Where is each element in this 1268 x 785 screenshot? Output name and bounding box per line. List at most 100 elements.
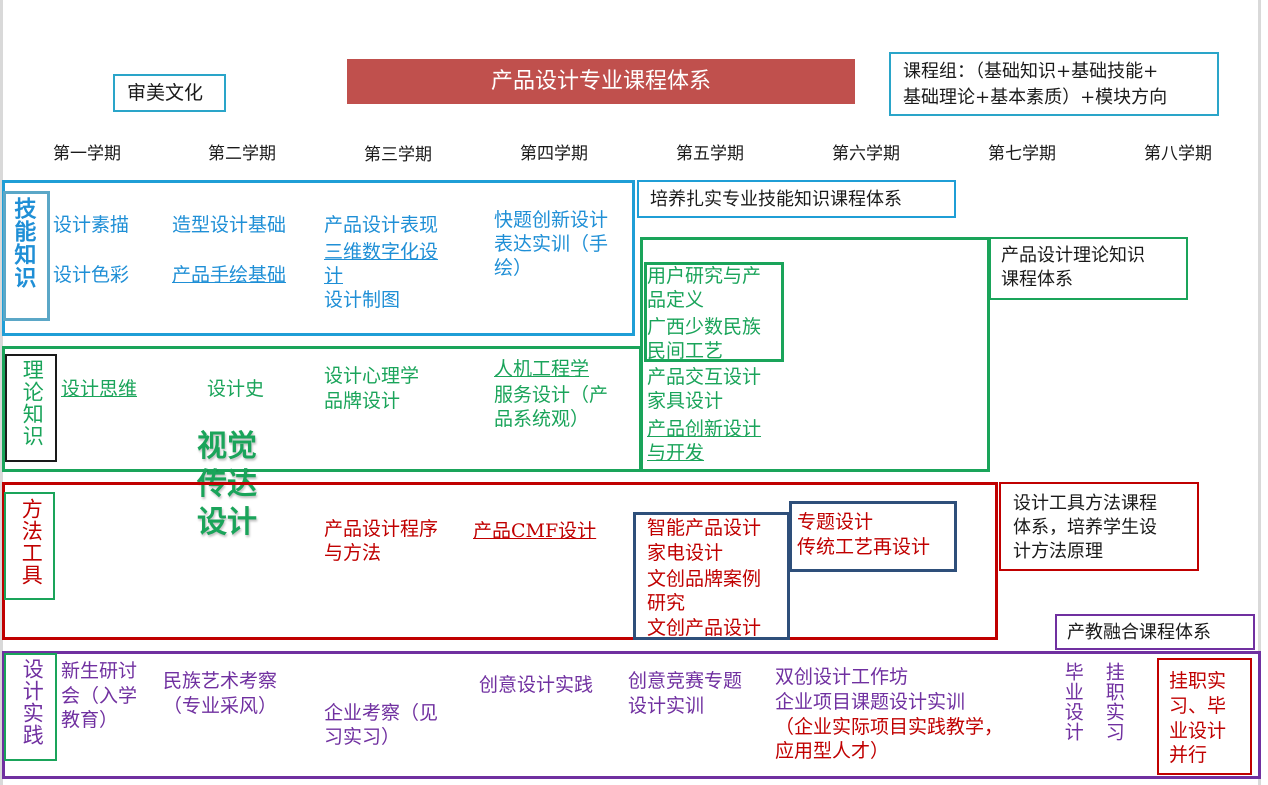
method-system-box: 设计工具方法课程 体系，培养学生设 计方法原理 xyxy=(999,482,1199,571)
theory-system-box: 产品设计理论知识 课程体系 xyxy=(989,237,1188,300)
theory-section-extension xyxy=(640,237,990,472)
course-brand-design: 品牌设计 xyxy=(324,390,401,412)
method-inner-box-6 xyxy=(789,501,957,572)
course-rapid-design-3: 绘） xyxy=(494,257,533,279)
visual-communication-line1: 视觉 xyxy=(197,429,257,464)
semester-4: 第四学期 xyxy=(520,144,588,164)
parallel-line4: 并行 xyxy=(1169,744,1208,766)
course-enterprise-practice-note-1: （企业实际项目实践教学， xyxy=(775,716,1004,738)
practice-system-label: 产教融合课程体系 xyxy=(1067,622,1211,643)
course-ethnic-art-survey-1: 民族艺术考察 xyxy=(163,670,278,692)
course-innovation-design-2: 与开发 xyxy=(647,442,705,464)
course-design-history: 设计史 xyxy=(207,378,265,400)
course-ethnic-art-survey-2: （专业采风） xyxy=(163,695,278,717)
course-3d-digital-design-2: 计 xyxy=(324,265,344,287)
course-3d-digital-design-1: 三维数字化设 xyxy=(324,241,439,263)
practice-label-box: 设计实践 xyxy=(4,653,57,761)
parallel-line3: 业设计 xyxy=(1169,720,1227,742)
practice-section xyxy=(2,651,1261,779)
course-design-thinking: 设计思维 xyxy=(61,378,138,400)
course-internship: 挂职实习 xyxy=(1102,662,1125,742)
course-competition-training-1: 创意竞赛专题 xyxy=(628,670,743,692)
semester-1: 第一学期 xyxy=(53,144,121,164)
course-cultural-brand-2: 研究 xyxy=(647,592,686,614)
parallel-box: 挂职实 习、毕 业设计 并行 xyxy=(1157,658,1252,775)
course-rapid-design-1: 快题创新设计 xyxy=(494,209,609,231)
course-ergonomics: 人机工程学 xyxy=(494,358,590,380)
course-cultural-product-design: 文创产品设计 xyxy=(647,617,762,639)
parallel-line2: 习、毕 xyxy=(1169,695,1227,717)
course-design-color: 设计色彩 xyxy=(53,264,130,286)
course-topic-design: 专题设计 xyxy=(797,511,874,533)
theory-system-label-2: 课程体系 xyxy=(1001,269,1073,290)
left-edge xyxy=(0,0,3,785)
course-traditional-craft-redesign: 传统工艺再设计 xyxy=(797,536,931,558)
course-service-design-2: 品系统观） xyxy=(494,408,590,430)
course-graduation-design: 毕业设计 xyxy=(1061,662,1084,742)
course-design-drafting: 设计制图 xyxy=(324,289,401,311)
course-user-research-2: 品定义 xyxy=(647,289,705,311)
course-product-design-expression: 产品设计表现 xyxy=(324,214,439,236)
course-interaction-design: 产品交互设计 xyxy=(647,366,762,388)
skills-section xyxy=(2,180,635,336)
course-freshman-seminar-2: 会（入学 xyxy=(61,685,138,707)
course-design-process-2: 与方法 xyxy=(324,542,382,564)
course-guangxi-crafts-1: 广西少数民族 xyxy=(647,316,762,338)
theory-inner-box xyxy=(644,262,784,362)
course-smart-product-design: 智能产品设计 xyxy=(647,517,762,539)
course-enterprise-visit-1: 企业考察（见 xyxy=(324,702,439,724)
skills-system-label: 培养扎实专业技能知识课程体系 xyxy=(650,189,902,210)
practice-system-box: 产教融合课程体系 xyxy=(1055,614,1255,650)
theory-label: 理论知识 xyxy=(20,359,45,447)
course-enterprise-visit-2: 习实习） xyxy=(324,726,401,748)
course-appliance-design: 家电设计 xyxy=(647,542,724,564)
page-title: 产品设计专业课程体系 xyxy=(347,59,855,104)
course-design-psychology: 设计心理学 xyxy=(324,365,420,387)
skills-system-box: 培养扎实专业技能知识课程体系 xyxy=(637,180,956,218)
skills-label-box: 技能知识 xyxy=(3,191,50,321)
course-guangxi-crafts-2: 民间工艺 xyxy=(647,340,724,362)
course-design-sketch: 设计素描 xyxy=(53,214,130,236)
parallel-line1: 挂职实 xyxy=(1169,670,1227,692)
course-group-line2: 基础理论+基本素质）+模块方向 xyxy=(903,87,1168,108)
method-inner-box-5 xyxy=(633,512,790,640)
aesthetic-box: 审美文化 xyxy=(113,74,226,112)
course-creative-practice: 创意设计实践 xyxy=(479,674,594,696)
semester-5: 第五学期 xyxy=(676,144,744,164)
semester-7: 第七学期 xyxy=(988,144,1056,164)
semester-8: 第八学期 xyxy=(1144,144,1212,164)
semester-6: 第六学期 xyxy=(832,144,900,164)
course-competition-training-2: 设计实训 xyxy=(628,695,705,717)
method-label: 方法工具 xyxy=(19,498,44,586)
course-group-line1: 课程组：（基础知识+基础技能+ xyxy=(903,61,1159,82)
course-cmf-design: 产品CMF设计 xyxy=(473,520,597,542)
practice-label: 设计实践 xyxy=(20,658,45,746)
method-system-label-3: 计方法原理 xyxy=(1013,541,1103,562)
aesthetic-label: 审美文化 xyxy=(127,82,204,104)
theory-label-box: 理论知识 xyxy=(5,354,57,462)
course-group-box: 课程组：（基础知识+基础技能+ 基础理论+基本素质）+模块方向 xyxy=(889,52,1219,116)
course-freshman-seminar-3: 教育） xyxy=(61,709,119,731)
method-section xyxy=(2,482,998,640)
method-system-label-2: 体系，培养学生设 xyxy=(1013,517,1157,538)
course-rapid-design-2: 表达实训（手 xyxy=(494,233,609,255)
visual-communication-line3: 设计 xyxy=(197,505,257,540)
course-furniture-design: 家具设计 xyxy=(647,390,724,412)
course-innovation-design-1: 产品创新设计 xyxy=(647,418,762,440)
theory-system-label-1: 产品设计理论知识 xyxy=(1001,245,1145,266)
course-design-process-1: 产品设计程序 xyxy=(324,518,439,540)
method-system-label-1: 设计工具方法课程 xyxy=(1013,493,1157,514)
skills-label: 技能知识 xyxy=(10,197,37,289)
course-hand-drawing-basics: 产品手绘基础 xyxy=(172,264,287,286)
right-edge xyxy=(1258,0,1261,785)
course-freshman-seminar-1: 新生研讨 xyxy=(61,660,138,682)
semester-3: 第三学期 xyxy=(364,145,432,165)
course-service-design-1: 服务设计（产 xyxy=(494,384,609,406)
semester-2: 第二学期 xyxy=(208,144,276,164)
course-innovation-workshop: 双创设计工作坊 xyxy=(775,666,909,688)
course-enterprise-practice-note-2: 应用型人才） xyxy=(775,740,890,762)
course-cultural-brand-1: 文创品牌案例 xyxy=(647,568,762,590)
course-enterprise-project: 企业项目课题设计实训 xyxy=(775,691,966,713)
course-form-design-basics: 造型设计基础 xyxy=(172,214,287,236)
course-user-research-1: 用户研究与产 xyxy=(647,265,762,287)
